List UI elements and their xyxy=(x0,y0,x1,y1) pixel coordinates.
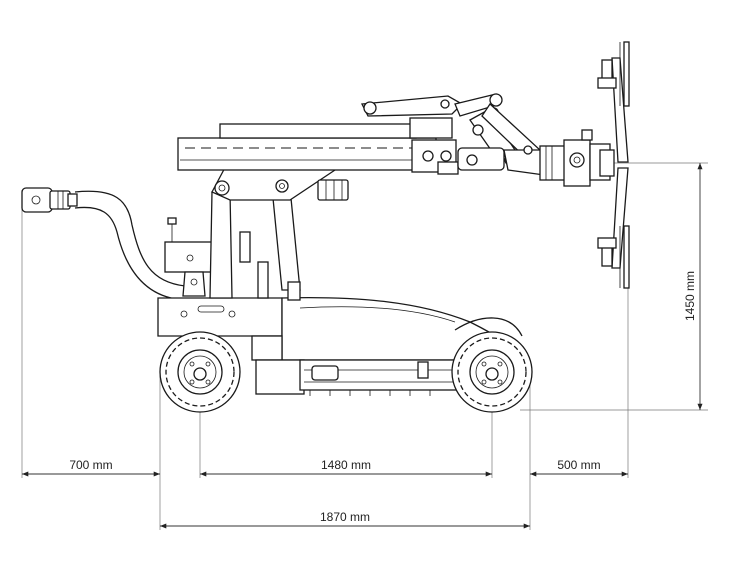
dimension-height: 1450 mm xyxy=(683,163,703,410)
front-wheel xyxy=(451,331,533,413)
dimension-front-overhang: 500 mm xyxy=(530,458,628,477)
dimension-label-overall-length: 1870 mm xyxy=(320,510,370,524)
hose xyxy=(21,187,186,301)
dimension-label-rear-overhang: 700 mm xyxy=(69,458,112,472)
rear-control-box xyxy=(164,217,216,297)
telescopic-boom xyxy=(177,117,459,175)
chassis xyxy=(157,297,523,396)
rear-wheel xyxy=(159,331,241,413)
arm-linkage xyxy=(360,93,567,181)
mast xyxy=(209,187,301,301)
vacuum-head xyxy=(563,41,630,289)
dimension-wheelbase: 1480 mm xyxy=(200,458,492,477)
dimension-label-height: 1450 mm xyxy=(683,271,697,321)
dimension-label-wheelbase: 1480 mm xyxy=(321,458,371,472)
dimension-label-front-overhang: 500 mm xyxy=(557,458,600,472)
machine-drawing xyxy=(21,41,708,530)
dimension-rear-overhang: 700 mm xyxy=(22,458,160,477)
dimension-overall-length: 1870 mm xyxy=(160,510,530,529)
